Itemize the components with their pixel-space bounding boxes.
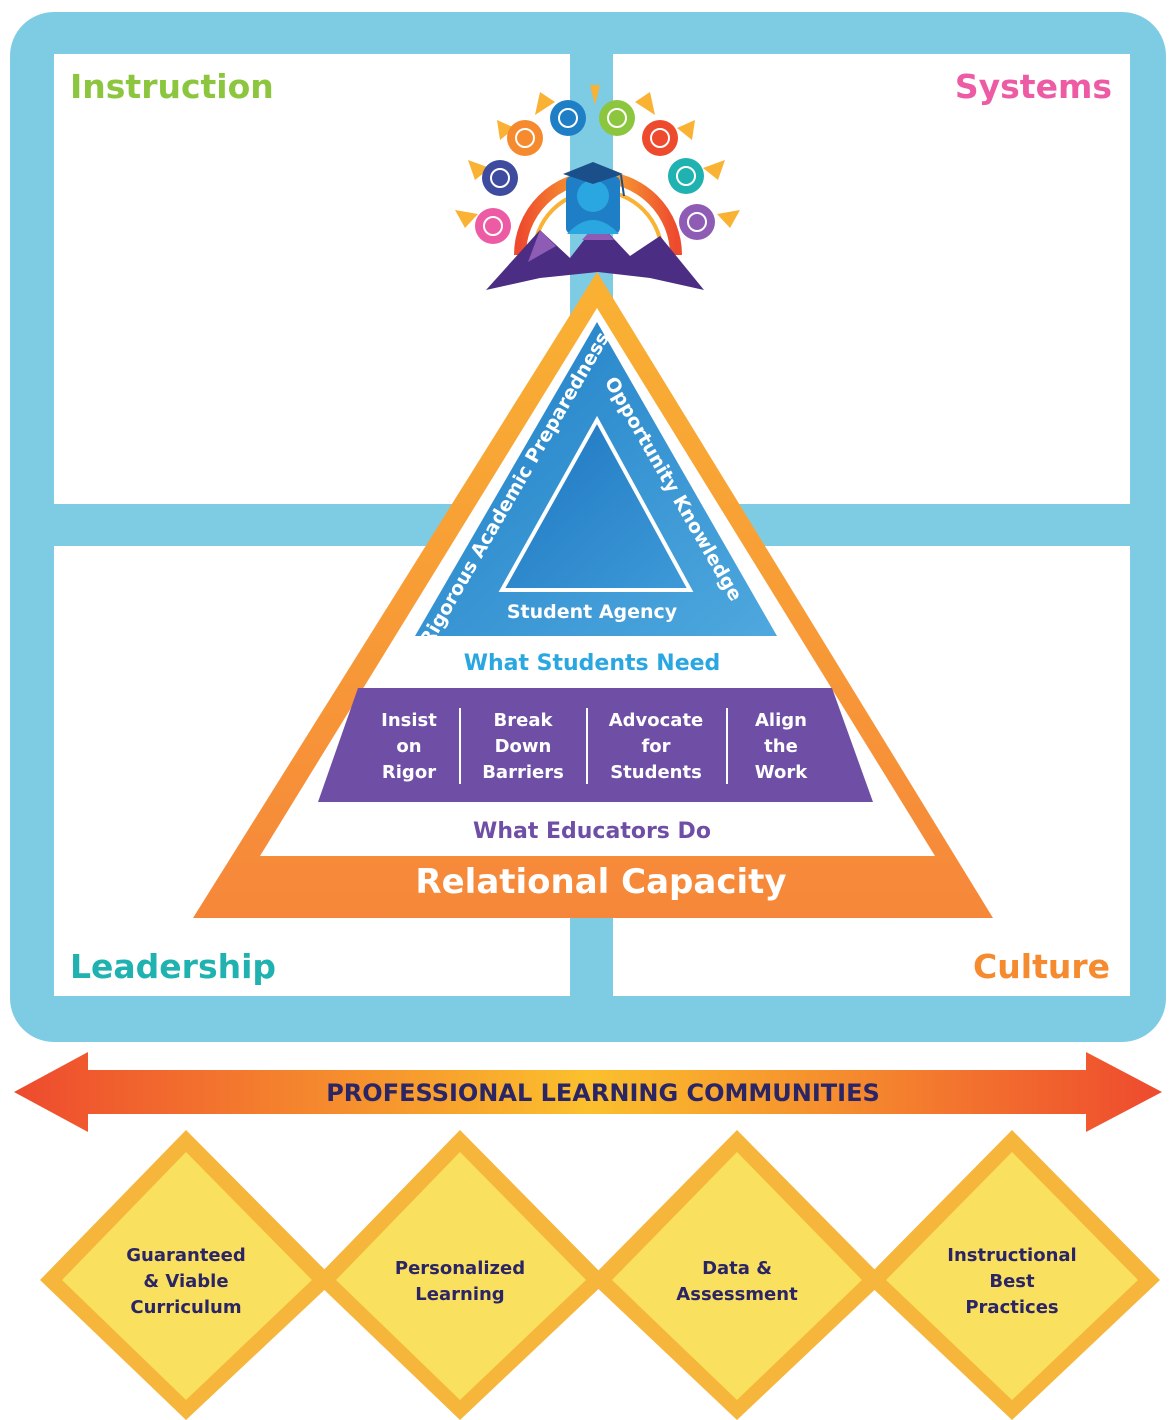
svg-text:Students: Students xyxy=(610,762,702,783)
svg-text:Practices: Practices xyxy=(965,1297,1058,1318)
what-educators-do-label: What Educators Do xyxy=(473,819,711,844)
svg-text:Guaranteed: Guaranteed xyxy=(126,1245,245,1266)
quadrant-top-left xyxy=(54,54,570,504)
label-student-agency: Student Agency xyxy=(507,601,678,623)
pillar-data-assessment: Data & Assessment xyxy=(589,1130,885,1420)
svg-text:the: the xyxy=(764,736,798,757)
label-instruction: Instruction xyxy=(70,67,274,106)
svg-text:Work: Work xyxy=(755,762,808,783)
relational-capacity-label: Relational Capacity xyxy=(415,862,786,902)
svg-text:Barriers: Barriers xyxy=(482,762,564,783)
plc-arrow xyxy=(14,1052,1162,1132)
svg-text:Instructional: Instructional xyxy=(947,1245,1076,1266)
svg-text:Best: Best xyxy=(989,1271,1035,1292)
educator-action-advocate-for-students: Advocate for Students xyxy=(609,710,704,783)
label-systems: Systems xyxy=(955,67,1112,106)
svg-text:Insist: Insist xyxy=(381,710,437,731)
educator-action-align-the-work: Align the Work xyxy=(755,710,808,783)
svg-text:Advocate: Advocate xyxy=(609,710,704,731)
svg-text:Break: Break xyxy=(494,710,554,731)
svg-text:Learning: Learning xyxy=(415,1284,504,1305)
svg-text:for: for xyxy=(641,736,670,757)
graduate-icon xyxy=(455,85,740,290)
svg-text:Down: Down xyxy=(495,736,552,757)
svg-text:Align: Align xyxy=(755,710,807,731)
educator-actions-band xyxy=(318,688,873,802)
quadrant-top-right xyxy=(613,54,1130,504)
educator-action-break-down-barriers: Break Down Barriers xyxy=(482,710,564,783)
label-leadership: Leadership xyxy=(70,947,276,986)
plc-banner-label: PROFESSIONAL LEARNING COMMUNITIES xyxy=(326,1079,880,1107)
pillar-instructional-best-practices: Instructional Best Practices xyxy=(864,1130,1160,1420)
svg-text:Curriculum: Curriculum xyxy=(130,1297,241,1318)
svg-text:Assessment: Assessment xyxy=(676,1284,798,1305)
svg-text:Personalized: Personalized xyxy=(395,1258,525,1279)
svg-text:& Viable: & Viable xyxy=(143,1271,228,1292)
svg-text:on: on xyxy=(396,736,421,757)
pillar-personalized-learning: Personalized Learning xyxy=(314,1130,608,1420)
educator-action-insist-on-rigor: Insist on Rigor xyxy=(381,710,437,783)
svg-text:Rigor: Rigor xyxy=(382,762,436,783)
pillar-guaranteed-viable-curriculum: Guaranteed & Viable Curriculum xyxy=(40,1130,335,1420)
student-core-triangle xyxy=(498,415,694,592)
svg-text:Data &: Data & xyxy=(702,1258,772,1279)
label-culture: Culture xyxy=(973,947,1110,986)
what-students-need-label: What Students Need xyxy=(464,651,721,676)
